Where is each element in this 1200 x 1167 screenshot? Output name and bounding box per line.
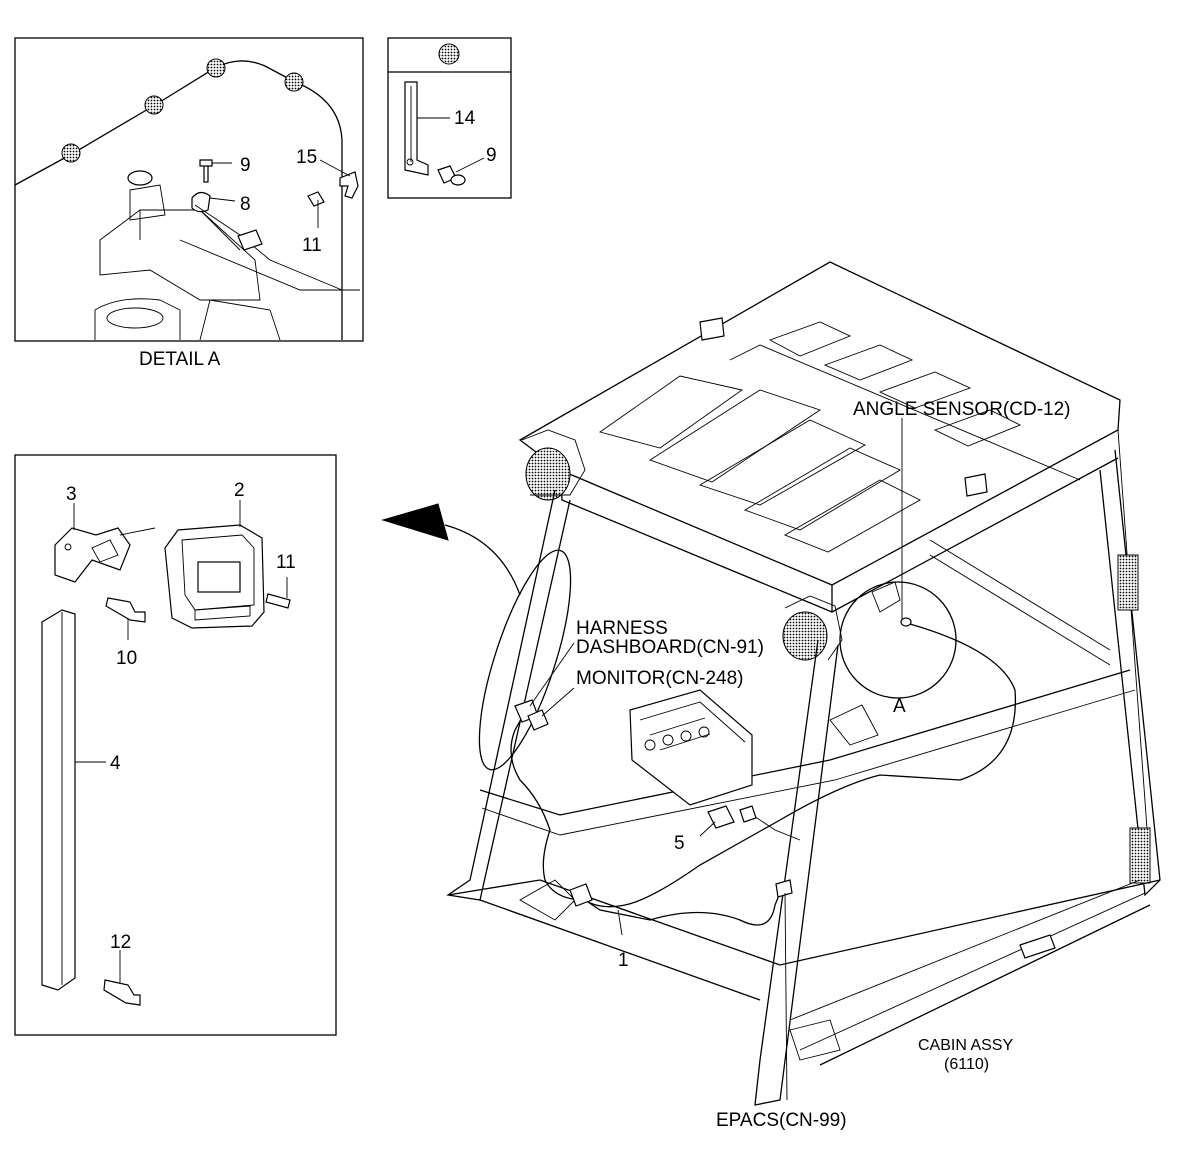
monitor-panel: 3 2 11 10 4 12 — [14, 454, 337, 1036]
harness-clip-marker — [144, 95, 164, 115]
harness-clip-marker — [61, 143, 81, 163]
bolt-9 — [199, 159, 213, 183]
monitor-location-oval — [478, 549, 572, 771]
detail-a-caption: DETAIL A — [139, 349, 221, 370]
callout-11-monitor: 11 — [276, 552, 296, 573]
front-pillar-right — [754, 639, 839, 1106]
monitor-label: MONITOR(CN-248) — [576, 668, 744, 689]
bolt-11 — [307, 191, 325, 207]
callout-3: 3 — [66, 484, 77, 505]
vent — [1129, 827, 1151, 884]
bolt-11-monitor — [265, 593, 291, 609]
callout-9: 9 — [240, 155, 251, 176]
monitor-frame — [14, 454, 337, 1036]
detail-a-frame — [14, 37, 364, 342]
detail-a-reference: A — [893, 696, 906, 717]
work-lamp — [525, 447, 571, 501]
cabin-roof — [518, 261, 1121, 586]
callout-8: 8 — [240, 194, 251, 215]
inset-marker — [438, 43, 460, 65]
sensor-cap — [127, 170, 153, 186]
cabin-assy-label-line1: CABIN ASSY — [918, 1037, 1013, 1054]
rail-4 — [41, 609, 76, 991]
callout-4: 4 — [110, 753, 121, 774]
wire-harness — [510, 623, 1017, 908]
connector-epacs — [775, 879, 793, 898]
epacs-label: EPACS(CN-99) — [716, 1110, 847, 1131]
detail-a-panel: 9 8 15 11 DETAIL A — [14, 37, 364, 370]
bolt-12 — [103, 979, 141, 1006]
harness-clip-marker — [284, 72, 304, 92]
callout-10: 10 — [116, 648, 137, 669]
angle-sensor-label: ANGLE SENSOR(CD-12) — [853, 399, 1071, 420]
control-valve — [629, 689, 753, 806]
callout-9-inset: 9 — [486, 145, 497, 166]
clamp-8 — [191, 191, 211, 213]
harness-clip-marker — [206, 58, 226, 78]
harness-label-line2: DASHBOARD(CN-91) — [576, 637, 764, 658]
clip-15 — [339, 171, 359, 199]
callout-15: 15 — [296, 147, 317, 168]
callout-1: 1 — [618, 950, 629, 971]
harness-label-line1: HARNESS — [576, 618, 668, 639]
callout-2: 2 — [234, 480, 245, 501]
detail-a-marker — [839, 581, 957, 699]
rear-pillar — [1099, 449, 1161, 897]
vent — [1117, 554, 1139, 611]
work-lamp — [782, 611, 828, 661]
callout-14: 14 — [454, 108, 476, 129]
cabin-assy-label-line2: (6110) — [944, 1056, 989, 1073]
callout-11: 11 — [302, 235, 322, 256]
small-inset-frame — [387, 37, 512, 199]
connector — [569, 883, 593, 907]
small-inset-panel: 14 9 — [387, 37, 512, 199]
cabin-assembly: ANGLE SENSOR(CD-12) HARNESS DASHBOARD(CN… — [446, 261, 1161, 1131]
bracket-14 — [404, 81, 429, 176]
bolt-10 — [105, 597, 146, 623]
harness-connector — [237, 229, 263, 251]
callout-12: 12 — [110, 932, 131, 953]
bracket-3 — [54, 527, 131, 583]
reference-arrow — [381, 503, 521, 596]
callout-5: 5 — [674, 833, 685, 854]
